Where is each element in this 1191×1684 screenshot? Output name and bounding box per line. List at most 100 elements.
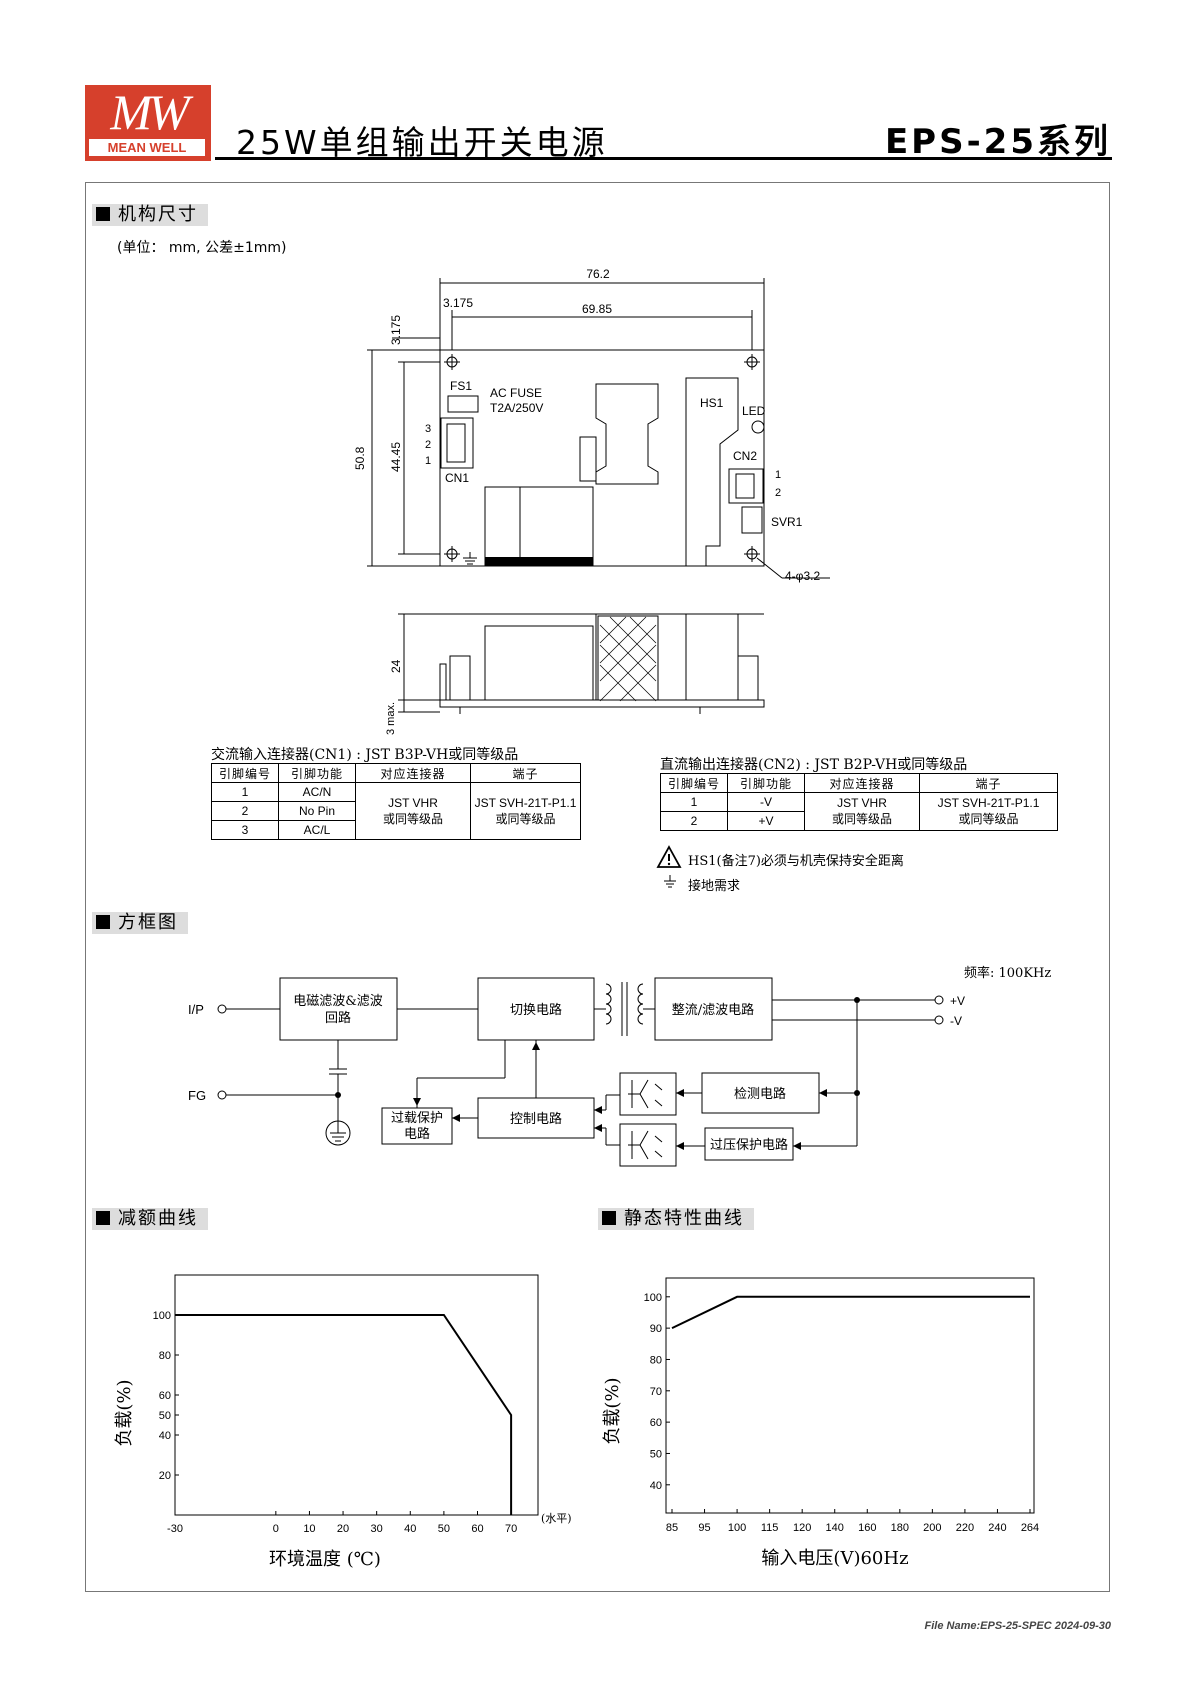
cn2-pin-1: 1 <box>775 469 781 481</box>
static-x-tick-label: 160 <box>858 1522 876 1534</box>
cn1-pin-3: 3 <box>425 423 431 435</box>
cn2-header-pin: 引脚编号 <box>660 773 728 793</box>
section-block-title: 方框图 <box>118 912 178 933</box>
cn1-terminal-line-1: JST SVH-21T-P1.1 <box>474 795 577 810</box>
cn1-function-cell: AC/N <box>278 782 356 802</box>
static-series-line <box>671 1295 1030 1330</box>
block-switch: 切换电路 <box>510 1002 562 1018</box>
cn2-function-cell: -V <box>727 792 805 812</box>
cn2-caption: 直流输出连接器(CN2) : JST B2P-VH或同等级品 <box>660 757 968 773</box>
label-hs1: HS1 <box>700 396 724 410</box>
cn1-pin-cell: 3 <box>211 820 279 840</box>
unit-note: (单位： mm, 公差±1mm) <box>117 240 287 256</box>
label-fs1: FS1 <box>450 379 472 393</box>
table-row: 3 AC/L <box>211 820 581 840</box>
cn2-mating-line-1: JST VHR <box>837 796 887 810</box>
static-ylabel: 负载(%) <box>602 1377 623 1444</box>
table-row: 1 AC/N JST VHR 或同等级品 JST SVH-21T-P1.1 或同… <box>211 782 581 840</box>
derating-plot-frame <box>174 1274 539 1516</box>
label-vminus: -V <box>950 1014 962 1028</box>
cn1-mating-line-1: JST VHR <box>388 795 438 810</box>
static-plot-frame <box>665 1277 1035 1514</box>
ground-icon <box>664 875 676 888</box>
section-square-icon <box>96 1211 110 1225</box>
static-y-tick-label: 60 <box>650 1417 662 1429</box>
dim-offset-y: 3.175 <box>389 315 403 345</box>
cn2-terminal-line-2: 或同等级品 <box>958 812 1019 826</box>
label-fuse-1: AC FUSE <box>490 386 542 400</box>
table-row: 1 -V JST VHR 或同等级品 JST SVH-21T-P1.1 或同等级… <box>660 792 1058 831</box>
cn1-header-mating: 对应连接器 <box>355 763 471 783</box>
block-olp-line-1: 过载保护 <box>391 1111 443 1126</box>
cn1-function-cell: AC/L <box>278 820 356 840</box>
derating-y-tick-label: 50 <box>159 1410 171 1422</box>
label-fuse-2: T2A/250V <box>490 401 543 415</box>
note-ground: 接地需求 <box>688 879 741 894</box>
static-y-tick-label: 40 <box>650 1480 662 1492</box>
static-y-tick-label: 80 <box>650 1354 662 1366</box>
static-y-tick-label: 100 <box>644 1292 662 1304</box>
series-name: EPS-25系列 <box>884 122 1111 162</box>
cn2-mating-line-2: 或同等级品 <box>831 812 892 826</box>
cn1-terminal-line-2: 或同等级品 <box>495 811 556 826</box>
table-header-row: 引脚编号 引脚功能 对应连接器 端子 <box>660 773 1058 793</box>
mean-well-logo: MW MEAN WELL <box>85 85 211 161</box>
cn1-pin-2: 2 <box>425 439 431 451</box>
derating-y-tick-label: 60 <box>159 1390 171 1402</box>
page-title: 25W单组输出开关电源 <box>236 123 608 162</box>
label-cn2: CN2 <box>733 449 757 463</box>
block-ovp: 过压保护电路 <box>710 1137 788 1153</box>
derating-y-tick-label: 100 <box>153 1310 171 1322</box>
dim-thickness: 24 <box>389 659 403 673</box>
derating-x-tick-label: 60 <box>471 1523 483 1535</box>
static-x-tick-label: 115 <box>761 1522 779 1534</box>
capacitor-band <box>485 557 593 566</box>
section-mechanical: 机构尺寸 <box>92 204 208 226</box>
cn2-function-cell: +V <box>727 811 805 831</box>
dim-inner-width: 69.85 <box>582 302 612 316</box>
static-x-tick-label: 220 <box>956 1522 974 1534</box>
dim-pin: 3 max. <box>385 702 397 735</box>
derating-y-tick-label: 20 <box>159 1470 171 1482</box>
cn1-function-cell: No Pin <box>278 801 356 821</box>
derating-x-tick-label: 30 <box>371 1523 383 1535</box>
content-frame <box>85 182 1110 1592</box>
table-row: 2 +V <box>660 811 1058 831</box>
cn2-header-terminal: 端子 <box>919 773 1058 793</box>
static-x-tick-label: 140 <box>826 1522 844 1534</box>
header-rule <box>215 157 1112 160</box>
block-diagram: I/P FG 电磁滤波&滤波 回路 切换电路 整流/滤波电路 检测电路 控制电路… <box>188 965 1051 1167</box>
warning-icon <box>656 845 682 868</box>
dim-inner-height: 44.45 <box>389 442 403 472</box>
derating-x-tick-label: 50 <box>438 1523 450 1535</box>
label-svr1: SVR1 <box>771 515 803 529</box>
section-square-icon <box>96 207 110 221</box>
static-x-tick-label: 240 <box>988 1522 1006 1534</box>
table-header-row: 引脚编号 引脚功能 对应连接器 端子 <box>211 763 581 783</box>
cn2-table: 引脚编号 引脚功能 对应连接器 端子 1 -V JST VHR 或同等级品 JS… <box>660 773 1058 831</box>
section-static-title: 静态特性曲线 <box>624 1208 744 1229</box>
derating-y-tick-label: 40 <box>159 1430 171 1442</box>
label-ip: I/P <box>188 1002 204 1017</box>
static-xlabel: 输入电压(V)60Hz <box>761 1548 908 1569</box>
cn2-header-mating: 对应连接器 <box>804 773 920 793</box>
block-rectifier: 整流/滤波电路 <box>672 1002 754 1018</box>
derating-x-tick-label: 40 <box>404 1523 416 1535</box>
logo-mark: MW <box>110 84 189 140</box>
derating-ylabel: 负载(%) <box>114 1379 135 1446</box>
section-square-icon <box>96 915 110 929</box>
cn2-pin-cell: 1 <box>660 792 728 812</box>
block-emi-line-2: 回路 <box>325 1010 351 1026</box>
static-x-tick-label: 264 <box>1021 1522 1039 1534</box>
cn1-header-terminal: 端子 <box>470 763 581 783</box>
derating-x-tick-label: 20 <box>337 1523 349 1535</box>
cn1-header-function: 引脚功能 <box>278 763 356 783</box>
derating-xlabel: 环境温度 (℃) <box>269 1549 381 1570</box>
derating-x-tick-label: 10 <box>303 1523 315 1535</box>
footer-filename: File Name:EPS-25-SPEC 2024-09-30 <box>924 1620 1111 1632</box>
section-mechanical-title: 机构尺寸 <box>118 204 198 225</box>
static-x-tick-label: 120 <box>793 1522 811 1534</box>
cn1-terminal-cell: JST SVH-21T-P1.1 或同等级品 <box>470 782 581 840</box>
